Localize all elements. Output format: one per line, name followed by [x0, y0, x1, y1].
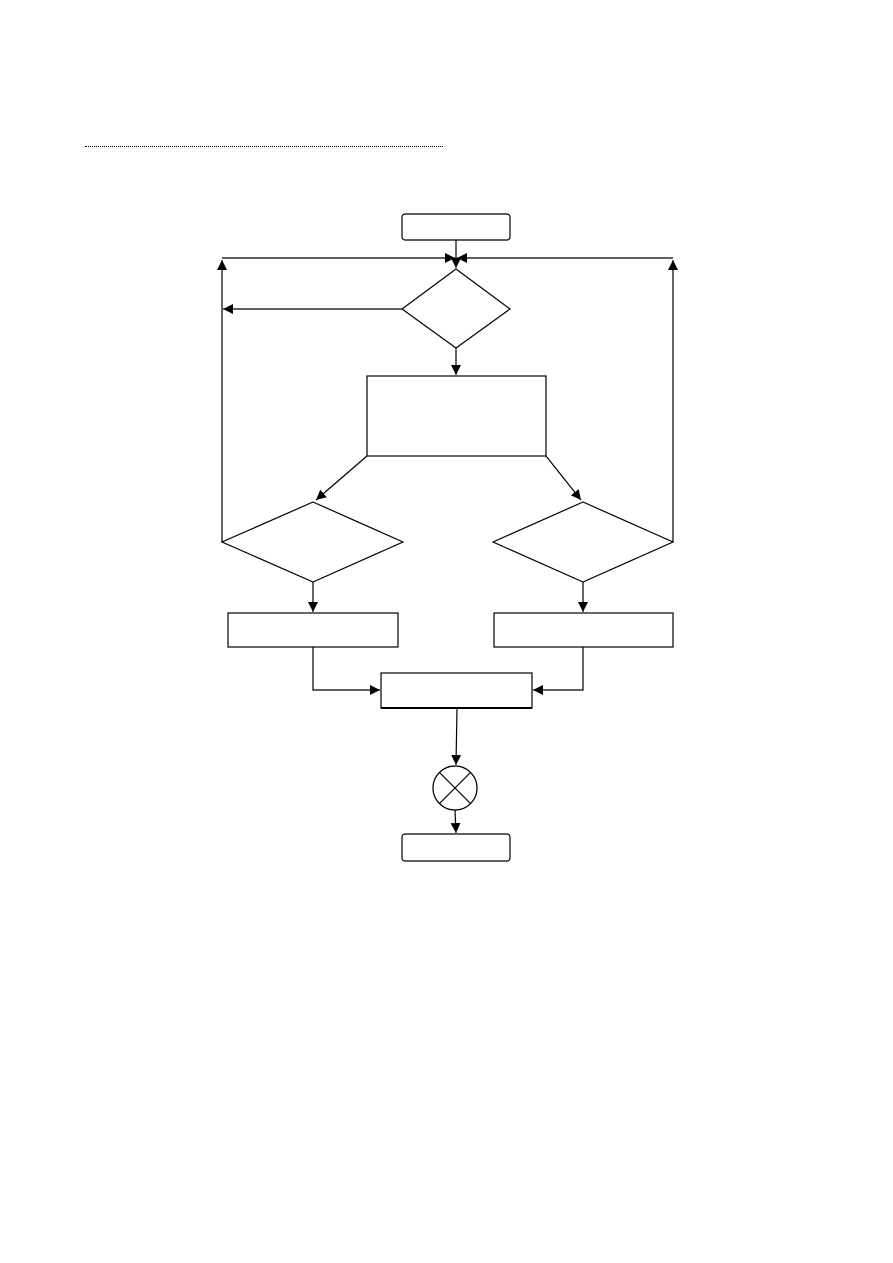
edge-process-main-to-decision-left: [315, 455, 368, 501]
node-decision-top: [400, 268, 512, 349]
node-process-left: [227, 612, 399, 648]
node-start: [401, 213, 511, 241]
edge-junction-to-end: [450, 809, 461, 834]
node-junction-x-icon: [432, 765, 478, 811]
node-process-right: [493, 612, 674, 648]
edge-process-right-to-merge: [533, 647, 584, 695]
edge-process-main-to-decision-right: [545, 455, 582, 501]
node-merge-process: [380, 672, 533, 709]
node-decision-left: [220, 501, 405, 583]
node-process-main: [366, 375, 547, 457]
header-dotted-rule: [85, 146, 443, 147]
edge-merge-to-junction: [451, 707, 462, 766]
node-decision-right: [491, 501, 675, 583]
node-end: [401, 833, 511, 862]
edge-process-left-to-merge: [312, 647, 380, 695]
